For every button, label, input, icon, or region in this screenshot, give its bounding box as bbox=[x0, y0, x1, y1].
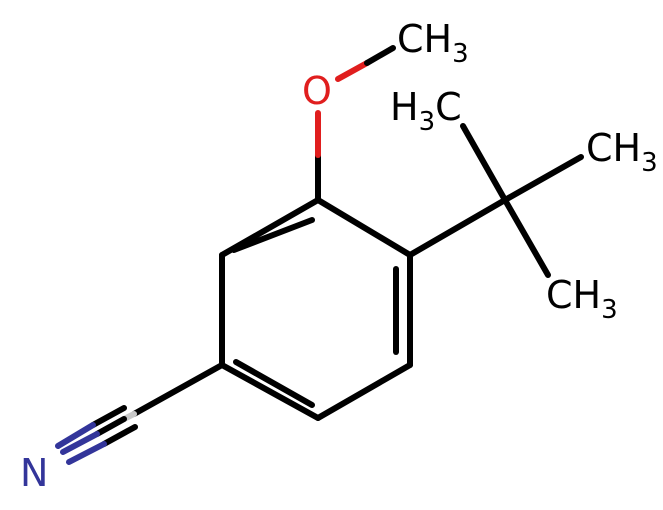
o-c-bond-oxygen-half bbox=[335, 60, 370, 82]
nitrogen-label: N bbox=[20, 451, 48, 495]
oxygen-label: O bbox=[302, 69, 332, 113]
ring-bond bbox=[315, 362, 413, 421]
c-cn-bond bbox=[131, 362, 225, 417]
ring-inner-double-bond bbox=[231, 217, 315, 253]
tbu-methyl-right-label: CH3 bbox=[586, 126, 658, 178]
bonds bbox=[55, 45, 584, 465]
tbu-methyl-bond bbox=[460, 123, 508, 203]
nitrile-center-bond bbox=[94, 416, 127, 437]
nitrile-outer-bond-n bbox=[55, 422, 96, 449]
nitrile-inner-bond bbox=[101, 424, 138, 447]
nitrile-outer-bond bbox=[90, 405, 127, 428]
tbu-methyl-bottom-label: CH3 bbox=[546, 273, 618, 325]
nitrile-inner-bond-n bbox=[66, 441, 107, 465]
ring-bond bbox=[219, 362, 321, 421]
o-c-bond-carbon-half bbox=[364, 45, 396, 66]
ring-inner-double-bond bbox=[233, 359, 315, 408]
tbu-methyl-left-label: H3C bbox=[390, 85, 462, 137]
ring-bond bbox=[315, 197, 413, 258]
tbu-methyl-bond bbox=[502, 154, 584, 203]
nitrile-center-bond-n bbox=[60, 431, 100, 455]
tbu-bond bbox=[407, 197, 508, 258]
tbu-methyl-bond bbox=[502, 197, 551, 278]
methoxy-methyl-label: CH3 bbox=[397, 17, 469, 69]
